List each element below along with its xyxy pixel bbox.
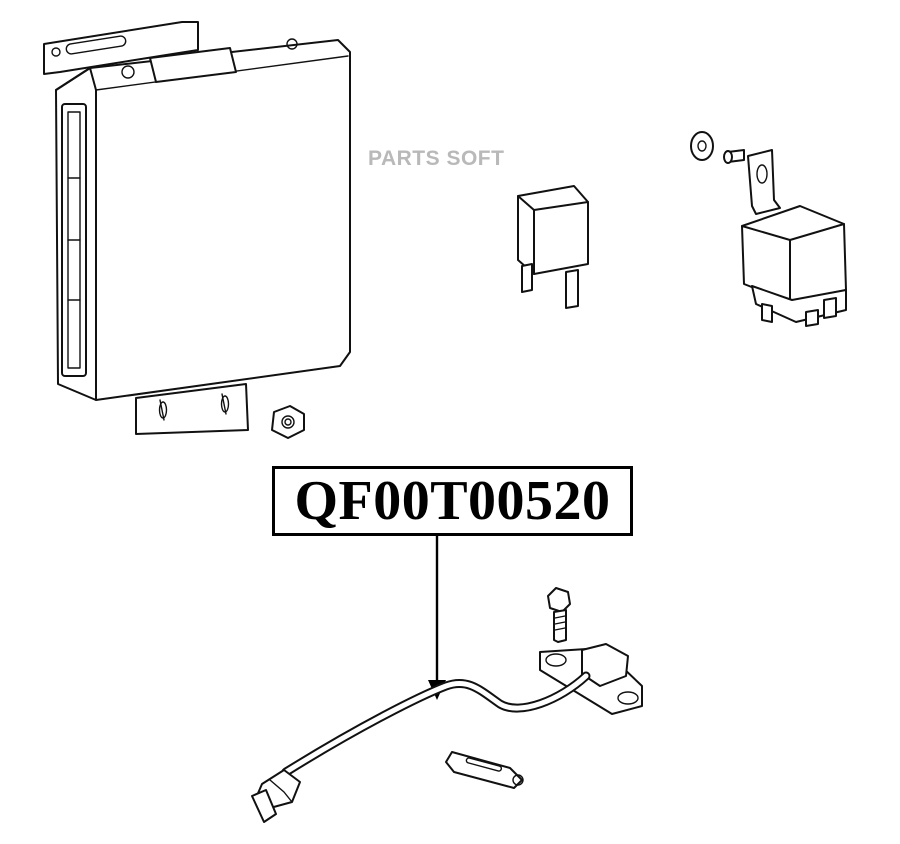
retaining-clip — [445, 751, 524, 789]
ecu-module — [43, 21, 351, 435]
crankshaft-sensor-harness — [251, 643, 643, 823]
part-number-label: QF00T00520 — [272, 466, 633, 536]
leader-arrow — [428, 536, 446, 700]
hex-nut — [271, 405, 305, 439]
mini-relay — [517, 185, 589, 309]
watermark-text: PARTS SOFT — [368, 147, 505, 170]
part-number-text: QF00T00520 — [294, 470, 611, 532]
relay-with-bracket — [690, 131, 847, 327]
bolt — [547, 587, 571, 643]
